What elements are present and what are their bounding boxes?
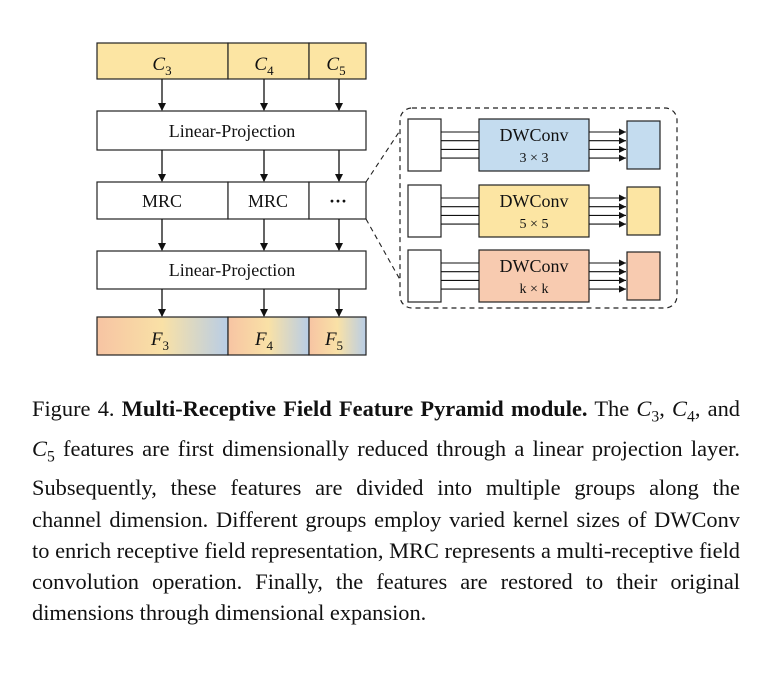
feature-box-c5 bbox=[308, 42, 367, 80]
mrc-label-2: MRC bbox=[248, 191, 288, 211]
linear-projection-top bbox=[96, 110, 367, 151]
mrc-box-1 bbox=[96, 181, 229, 220]
dwconv-label-1: DWConv bbox=[500, 125, 569, 145]
caption-figure-label: Figure 4. bbox=[32, 396, 115, 421]
dwconv-box-3 bbox=[478, 249, 590, 303]
branch-input-box-3 bbox=[407, 249, 442, 303]
feature-label-f5: F5 bbox=[324, 329, 343, 353]
branch-output-box-3 bbox=[626, 251, 661, 301]
mrc-box-2 bbox=[227, 181, 310, 220]
dwconv-box-2 bbox=[478, 184, 590, 238]
caption-title: Multi-Receptive Field Feature Pyramid mo… bbox=[121, 396, 588, 421]
dwconv-label-2: DWConv bbox=[500, 191, 569, 211]
feature-box-f3 bbox=[96, 316, 229, 356]
linear-projection-top-label: Linear-Projection bbox=[169, 121, 296, 141]
feature-label-f4: F4 bbox=[254, 329, 274, 353]
caption-body: The C3, C4, and C5 features are first di… bbox=[32, 396, 740, 626]
dwconv-kernel-2: 5 × 5 bbox=[520, 217, 549, 232]
caption-math-symbol: C5 bbox=[32, 435, 55, 466]
mrc-label-1: MRC bbox=[142, 191, 182, 211]
branch-input-box-2 bbox=[407, 184, 442, 238]
dwconv-kernel-3: k × k bbox=[520, 282, 549, 297]
feature-label-f3: F3 bbox=[150, 329, 169, 353]
dwconv-label-3: DWConv bbox=[500, 256, 569, 276]
mrc-row: MRC MRC ··· bbox=[96, 181, 367, 220]
linear-projection-bottom bbox=[96, 250, 367, 290]
branch-output-box-1 bbox=[626, 120, 661, 170]
dwconv-box-1 bbox=[478, 118, 590, 172]
branch-input-box-1 bbox=[407, 118, 442, 172]
flow-arrows bbox=[158, 79, 343, 317]
feature-label-c5: C5 bbox=[326, 54, 345, 78]
feature-label-c4: C4 bbox=[254, 54, 274, 78]
mrffp-diagram: C3 C4 C5 Linear-Projection MRC MRC ··· L… bbox=[96, 42, 678, 356]
mrc-box-3 bbox=[308, 181, 367, 220]
feature-box-f4 bbox=[227, 316, 310, 356]
mrc-ellipsis: ··· bbox=[329, 191, 347, 211]
figure-caption: Figure 4. Multi-Receptive Field Feature … bbox=[32, 393, 740, 628]
top-feature-row: C3 C4 C5 bbox=[96, 42, 367, 80]
feature-box-c3 bbox=[96, 42, 229, 80]
feature-box-c4 bbox=[227, 42, 310, 80]
dwconv-kernel-1: 3 × 3 bbox=[520, 151, 549, 166]
feature-box-f5 bbox=[308, 316, 367, 356]
branch-output-box-2 bbox=[626, 186, 661, 236]
linear-projection-bottom-label: Linear-Projection bbox=[169, 260, 296, 280]
caption-math-symbol: C4 bbox=[672, 396, 695, 426]
feature-label-c3: C3 bbox=[152, 54, 171, 78]
zoom-connectors bbox=[365, 125, 404, 286]
caption-math-symbol: C3 bbox=[636, 396, 660, 426]
dwconv-branches: DWConv 3 × 3 DWConv 5 × 5 DWConv k × k bbox=[407, 118, 661, 303]
bottom-feature-row: F3 F4 F5 bbox=[96, 316, 367, 356]
